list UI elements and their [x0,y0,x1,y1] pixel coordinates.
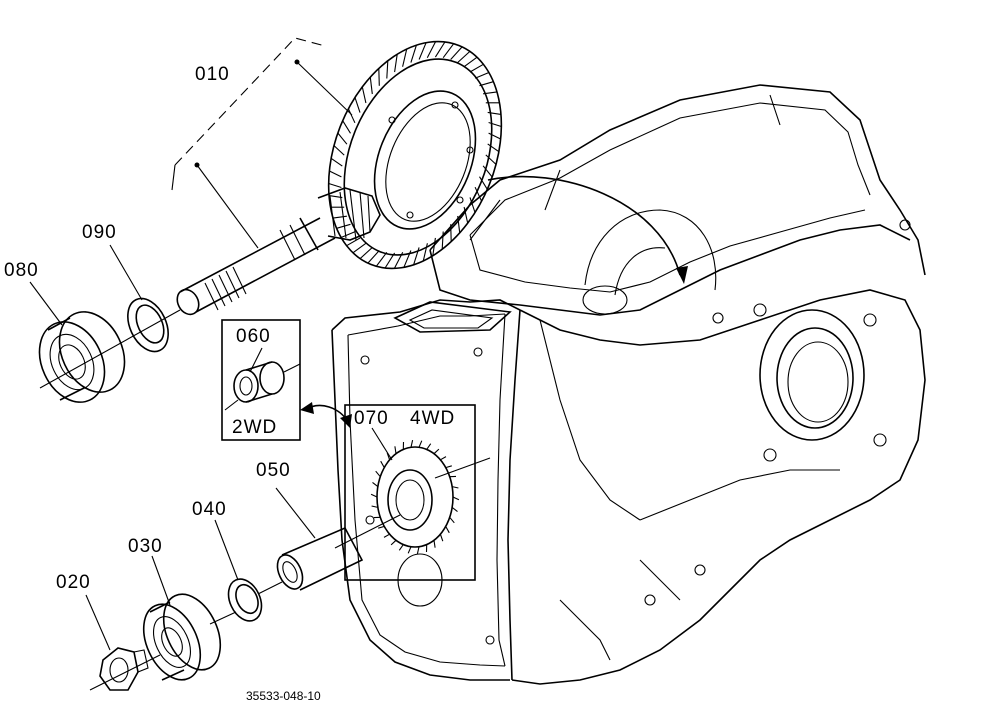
bearing-030 [142,593,222,681]
callout-070: 070 [354,408,389,429]
label-4wd: 4WD [410,408,455,429]
callout-040: 040 [192,499,227,520]
callout-020: 020 [56,572,91,593]
callout-060: 060 [236,326,271,347]
ring-gear [327,40,503,270]
callout-090: 090 [82,222,117,243]
callout-050: 050 [256,460,291,481]
gear-070 [344,404,476,581]
sleeve-050 [276,526,364,591]
nut-020 [99,647,149,691]
pinion-shaft [176,187,381,316]
bushing-060 [221,319,301,441]
leader-lines [29,37,688,691]
callout-080: 080 [4,260,39,281]
drawing-number: 35533-048-10 [246,689,321,703]
washer-090 [127,297,169,353]
transmission-housing [331,84,926,685]
callout-010: 010 [195,64,230,85]
label-2wd: 2WD [232,417,277,438]
callout-030: 030 [128,536,163,557]
bearing-080 [38,311,126,403]
washer-040 [227,578,263,622]
